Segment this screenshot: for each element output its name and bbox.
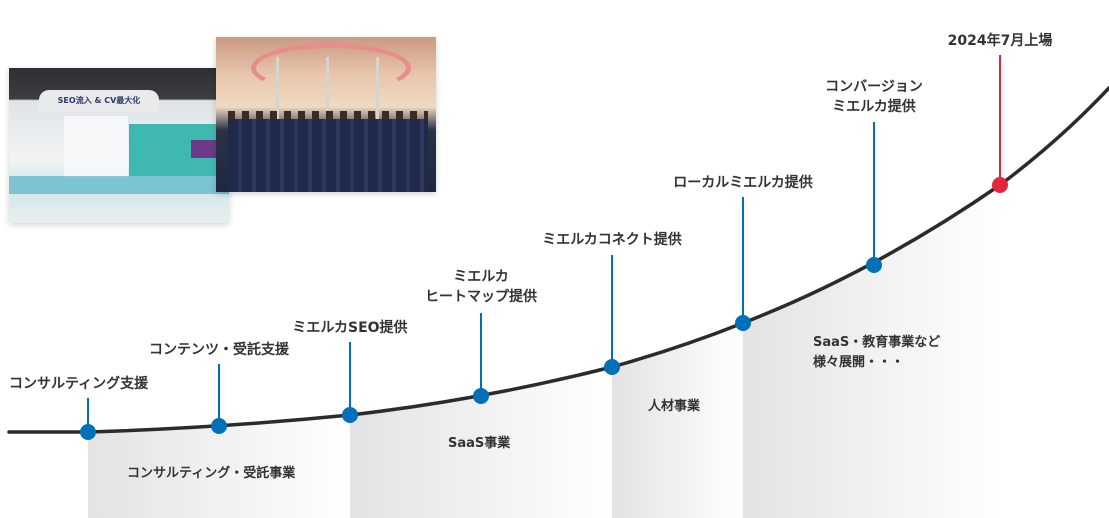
segment-label-saas: SaaS事業 (448, 436, 511, 451)
milestone-label-consulting: コンサルティング支援 (9, 376, 149, 392)
milestone-label-line2: ミエルカ提供 (832, 99, 916, 115)
booth-screen (191, 140, 217, 158)
milestone-label-local: ローカルミエルカ提供 (673, 175, 813, 191)
milestone-dot (735, 315, 751, 331)
milestone-label-line1: コンバージョン (825, 79, 923, 95)
segment-label-expansion: SaaS・教育事業など 様々展開・・・ (813, 333, 940, 373)
ticker-ring (251, 43, 411, 93)
milestone-label-conversion: コンバージョン ミエルカ提供 (825, 77, 923, 117)
milestone-dot-ipo (992, 177, 1008, 193)
milestone-dot (80, 424, 96, 440)
segment-label-consulting: コンサルティング・受託事業 (127, 466, 296, 481)
team-members (228, 119, 428, 192)
milestone-label-line1: ミエルカ (453, 269, 509, 285)
milestone-label-heatmap: ミエルカ ヒートマップ提供 (425, 267, 537, 307)
booth-photo: SEO流入 & CV最大化 (9, 68, 229, 223)
milestone-dot (604, 359, 620, 375)
listing-ceremony-photo (216, 37, 436, 192)
booth-sign: SEO流入 & CV最大化 (39, 90, 159, 112)
segment-area-expansion (743, 185, 1000, 518)
milestone-dot (473, 388, 489, 404)
pillar (326, 57, 329, 127)
segment-area-hr (612, 323, 743, 518)
booth-floor (9, 176, 229, 194)
milestone-label-connect: ミエルカコネクト提供 (542, 232, 682, 248)
milestone-label-ipo: 2024年7月上場 (947, 33, 1053, 49)
milestone-label-contents: コンテンツ・受託支援 (149, 342, 289, 358)
team-heads (228, 111, 428, 121)
segment-label-hr: 人材事業 (648, 399, 701, 414)
pillar (376, 57, 379, 127)
milestone-dot (211, 418, 227, 434)
booth-panel (64, 116, 128, 178)
segment-area-saas (350, 367, 612, 518)
milestone-dot (342, 407, 358, 423)
milestone-dot (866, 257, 882, 273)
segment-label-line2: 様々展開・・・ (813, 355, 905, 370)
milestone-label-mieruca-seo: ミエルカSEO提供 (292, 320, 408, 336)
milestone-label-line2: ヒートマップ提供 (425, 289, 537, 305)
segment-label-line1: SaaS・教育事業など (813, 335, 941, 350)
pillar (276, 57, 279, 127)
segment-area-consulting (88, 415, 350, 518)
